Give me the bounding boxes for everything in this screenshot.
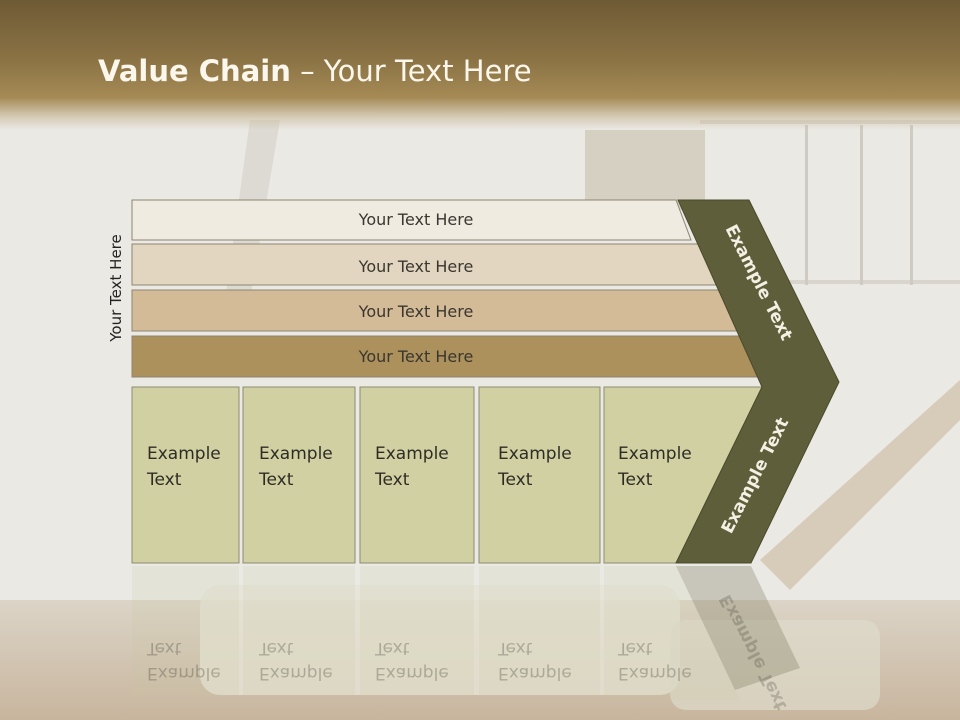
bar-1 (131, 199, 692, 241)
column-1 (131, 386, 240, 564)
reflection-col5-line1: Example (618, 663, 692, 683)
column-5-line1: Example (618, 444, 692, 464)
column-4-line2: Text (497, 470, 533, 490)
column-3 (359, 386, 475, 564)
reflection-col1-line1: Example (147, 663, 221, 683)
bar-3-label: Your Text Here (358, 302, 474, 321)
header-band (0, 0, 960, 130)
bar-2-label: Your Text Here (358, 257, 474, 276)
column-4-line1: Example (498, 444, 572, 464)
reflection-col3-line2: Text (374, 638, 410, 658)
bar-1-label: Your Text Here (358, 210, 474, 229)
reflection-col4-line1: Example (498, 663, 572, 683)
column-5-line2: Text (617, 470, 653, 490)
bar-4-label: Your Text Here (358, 347, 474, 366)
column-1-line2: Text (146, 470, 182, 490)
page-title: Value Chain – Your Text Here (98, 54, 532, 88)
column-1-line1: Example (147, 444, 221, 464)
reflection-col1-line2: Text (146, 638, 182, 658)
reflection-col3-line1: Example (375, 663, 449, 683)
column-2-line2: Text (258, 470, 294, 490)
column-2-line1: Example (259, 444, 333, 464)
title-rest: – Your Text Here (290, 54, 532, 88)
column-3-line2: Text (374, 470, 410, 490)
column-2 (242, 386, 356, 564)
reflection: Text Example Text Example Text Example T… (132, 566, 800, 713)
arrow-chevron (675, 199, 840, 564)
reflection-col4-line2: Text (497, 638, 533, 658)
reflection-col2-line1: Example (259, 663, 333, 683)
column-4 (478, 386, 601, 564)
column-3-line1: Example (375, 444, 449, 464)
reflection-col2-line2: Text (258, 638, 294, 658)
reflection-col5-line2: Text (617, 638, 653, 658)
title-bold: Value Chain (98, 54, 291, 88)
